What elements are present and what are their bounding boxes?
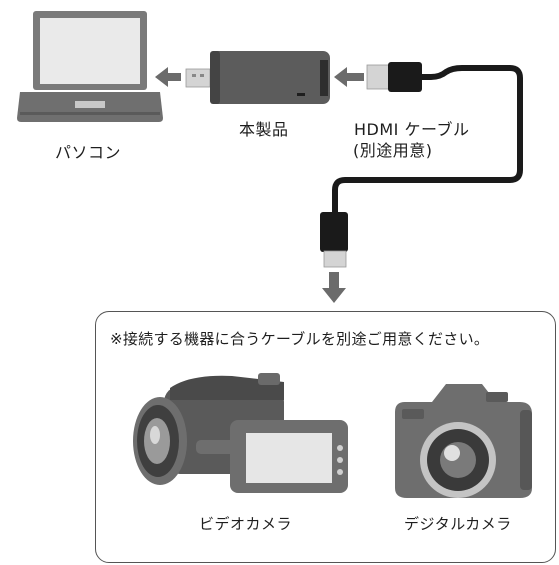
laptop-icon	[17, 11, 163, 122]
cable-note: ※接続する機器に合うケーブルを別途ご用意ください。	[110, 330, 490, 348]
arrow-down-icon	[322, 272, 346, 303]
usb-plug-icon	[185, 68, 211, 88]
product-label: 本製品	[239, 120, 289, 139]
compatible-devices-panel: ※接続する機器に合うケーブルを別途ご用意ください。	[95, 311, 556, 563]
hdmi-plug-icon	[366, 62, 422, 92]
arrow-left-icon	[334, 67, 364, 87]
cable-label-line1: HDMI ケーブル	[354, 120, 470, 139]
hdmi-plug-icon	[320, 212, 348, 268]
pc-label: パソコン	[55, 143, 122, 162]
cable-label-line2: (別途用意)	[353, 141, 433, 160]
hdmi-cable	[332, 65, 523, 223]
arrow-left-icon	[155, 67, 181, 87]
dslr-camera-icon	[395, 384, 532, 498]
capture-device-icon	[210, 51, 330, 104]
camcorder-icon	[133, 373, 348, 493]
camcorder-label: ビデオカメラ	[199, 515, 293, 533]
camera-label: デジタルカメラ	[404, 515, 512, 533]
